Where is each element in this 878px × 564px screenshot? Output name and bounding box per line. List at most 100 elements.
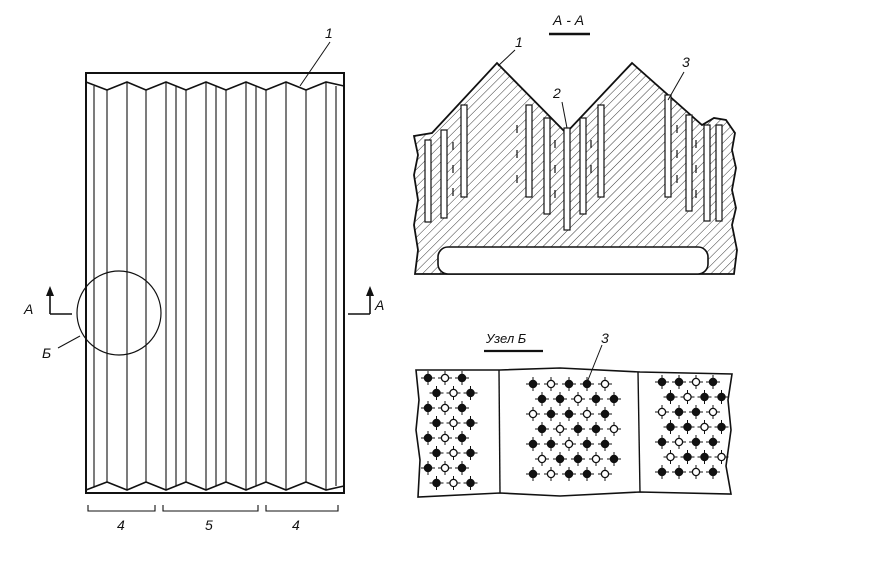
section-body bbox=[412, 61, 738, 275]
perforation-hole bbox=[438, 371, 452, 385]
perforation-hole bbox=[697, 450, 712, 464]
section-title: А - А bbox=[552, 12, 584, 28]
perforation-hole bbox=[607, 422, 621, 436]
section-a-a: А - А 1 2 bbox=[412, 12, 738, 275]
perforation-hole bbox=[672, 405, 686, 419]
perforation-hole bbox=[697, 420, 712, 434]
perforation-hole bbox=[553, 392, 567, 406]
perforation-hole bbox=[680, 390, 695, 404]
front-view: 1 Б A A 4 5 4 bbox=[23, 25, 384, 533]
front-view-bottom-zigzag bbox=[85, 481, 345, 491]
perforation-hole bbox=[553, 452, 567, 466]
perforation-hole bbox=[714, 420, 729, 434]
perforation-hole bbox=[689, 435, 703, 449]
perforation-hole bbox=[526, 407, 540, 421]
leader-1-front bbox=[299, 41, 331, 87]
perforation-hole bbox=[562, 437, 576, 451]
perforation-hole bbox=[544, 467, 558, 481]
perforation-hole bbox=[553, 422, 567, 436]
perforation-hole bbox=[544, 407, 558, 421]
perforation-hole bbox=[562, 467, 576, 481]
perforation-hole bbox=[438, 401, 452, 415]
perforation-hole bbox=[655, 435, 669, 449]
corrugation-lines bbox=[93, 82, 337, 490]
perforation-hole bbox=[429, 416, 444, 430]
perforation-hole bbox=[655, 405, 669, 419]
section-marker-left-label: A bbox=[23, 301, 33, 317]
perforation-hole bbox=[607, 452, 621, 466]
perforation-hole bbox=[463, 446, 478, 460]
dim-middle-label: 5 bbox=[205, 517, 213, 533]
perforation-hole bbox=[598, 437, 612, 451]
section-marker-right-label: A bbox=[374, 297, 384, 313]
section-perforation-marks bbox=[452, 125, 697, 198]
leader-b bbox=[57, 335, 81, 349]
perforation-hole bbox=[689, 375, 703, 389]
perforation-hole bbox=[526, 377, 540, 391]
perforation-hole bbox=[598, 377, 612, 391]
perforation-hole bbox=[589, 422, 603, 436]
perforation-hole bbox=[663, 420, 678, 434]
perforation-hole bbox=[663, 450, 678, 464]
perforation-hole bbox=[580, 407, 594, 421]
callout-3-detail: 3 bbox=[601, 330, 609, 346]
detail-circle-b bbox=[76, 270, 162, 356]
perforation-hole bbox=[455, 461, 469, 475]
perforation-hole bbox=[589, 452, 603, 466]
perforation-hole bbox=[706, 405, 720, 419]
section-marker-left: A bbox=[23, 286, 72, 317]
perforation-hole bbox=[526, 437, 540, 451]
perforation-holes bbox=[421, 371, 729, 490]
dim-right-label: 4 bbox=[292, 517, 300, 533]
perforation-hole bbox=[689, 405, 703, 419]
perforation-hole bbox=[526, 467, 540, 481]
perforation-hole bbox=[535, 392, 549, 406]
perforation-hole bbox=[429, 476, 444, 490]
perforation-hole bbox=[714, 450, 729, 464]
perforation-hole bbox=[446, 476, 461, 490]
perforation-hole bbox=[463, 476, 478, 490]
perforation-hole bbox=[706, 465, 720, 479]
callout-2-section: 2 bbox=[552, 85, 561, 101]
perforation-hole bbox=[571, 422, 585, 436]
perforation-hole bbox=[544, 437, 558, 451]
section-cavity bbox=[437, 246, 709, 275]
dimension-braces bbox=[87, 505, 339, 512]
perforation-hole bbox=[672, 435, 686, 449]
perforation-hole bbox=[655, 465, 669, 479]
perforation-hole bbox=[446, 416, 461, 430]
perforation-hole bbox=[680, 420, 695, 434]
detail-fold-1 bbox=[498, 369, 501, 494]
perforation-hole bbox=[589, 392, 603, 406]
perforation-hole bbox=[438, 431, 452, 445]
callout-1-front: 1 bbox=[325, 25, 333, 41]
perforation-hole bbox=[689, 465, 703, 479]
perforation-hole bbox=[580, 377, 594, 391]
perforation-hole bbox=[438, 461, 452, 475]
perforation-hole bbox=[697, 390, 712, 404]
section-marker-right: A bbox=[348, 286, 384, 315]
perforation-hole bbox=[455, 431, 469, 445]
perforation-hole bbox=[580, 437, 594, 451]
front-view-outline bbox=[85, 72, 345, 494]
front-view-top-zigzag bbox=[85, 81, 345, 91]
callout-3-section: 3 bbox=[682, 54, 690, 70]
perforation-hole bbox=[571, 392, 585, 406]
perforation-hole bbox=[598, 407, 612, 421]
perforation-hole bbox=[706, 435, 720, 449]
callout-1-section: 1 bbox=[515, 34, 523, 50]
perforation-hole bbox=[421, 431, 435, 445]
perforation-hole bbox=[680, 450, 695, 464]
perforation-hole bbox=[446, 446, 461, 460]
leader-2-section bbox=[561, 101, 568, 129]
perforation-hole bbox=[535, 452, 549, 466]
dim-left-label: 4 bbox=[117, 517, 125, 533]
perforation-hole bbox=[562, 407, 576, 421]
leader-1-section bbox=[497, 49, 516, 67]
detail-title: Узел Б bbox=[485, 331, 527, 346]
detail-fold-2 bbox=[637, 371, 641, 493]
perforation-hole bbox=[544, 377, 558, 391]
detail-strip bbox=[415, 367, 733, 498]
perforation-hole bbox=[562, 377, 576, 391]
